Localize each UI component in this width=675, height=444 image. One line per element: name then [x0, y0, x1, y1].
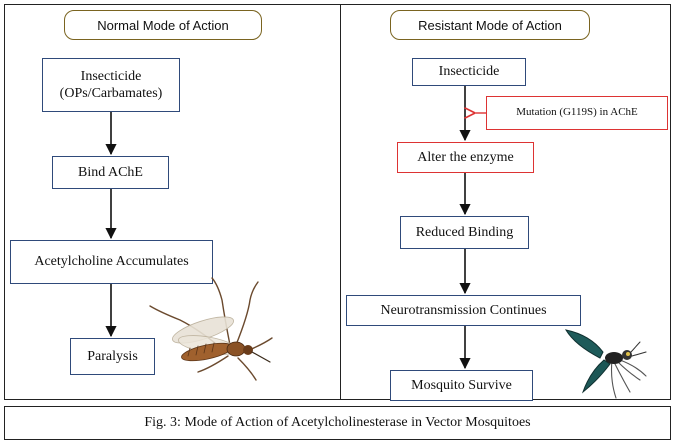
- mosquito-illustration-right: [564, 329, 647, 399]
- reduced-binding-box: Reduced Binding: [400, 216, 529, 249]
- bind-ache-box: Bind AChE: [52, 156, 169, 189]
- insecticide-box-left: Insecticide (OPs/Carbamates): [42, 58, 180, 112]
- mosquito-illustration-left: [149, 277, 273, 381]
- figure-caption: Fig. 3: Mode of Action of Acetylcholines…: [4, 406, 671, 440]
- mosquito-survive-box: Mosquito Survive: [390, 370, 533, 401]
- insecticide-sublabel: (OPs/Carbamates): [59, 86, 163, 101]
- alter-enzyme-box: Alter the enzyme: [397, 142, 534, 173]
- mutation-box: Mutation (G119S) in AChE: [486, 96, 668, 130]
- insecticide-label: Insecticide: [80, 68, 142, 84]
- insecticide-box-right: Insecticide: [412, 58, 526, 86]
- neurotransmission-continues-box: Neurotransmission Continues: [346, 295, 581, 326]
- resistant-mode-header: Resistant Mode of Action: [390, 10, 590, 40]
- paralysis-box: Paralysis: [70, 338, 155, 375]
- acetylcholine-accumulates-box: Acetylcholine Accumulates: [10, 240, 213, 284]
- normal-mode-header: Normal Mode of Action: [64, 10, 262, 40]
